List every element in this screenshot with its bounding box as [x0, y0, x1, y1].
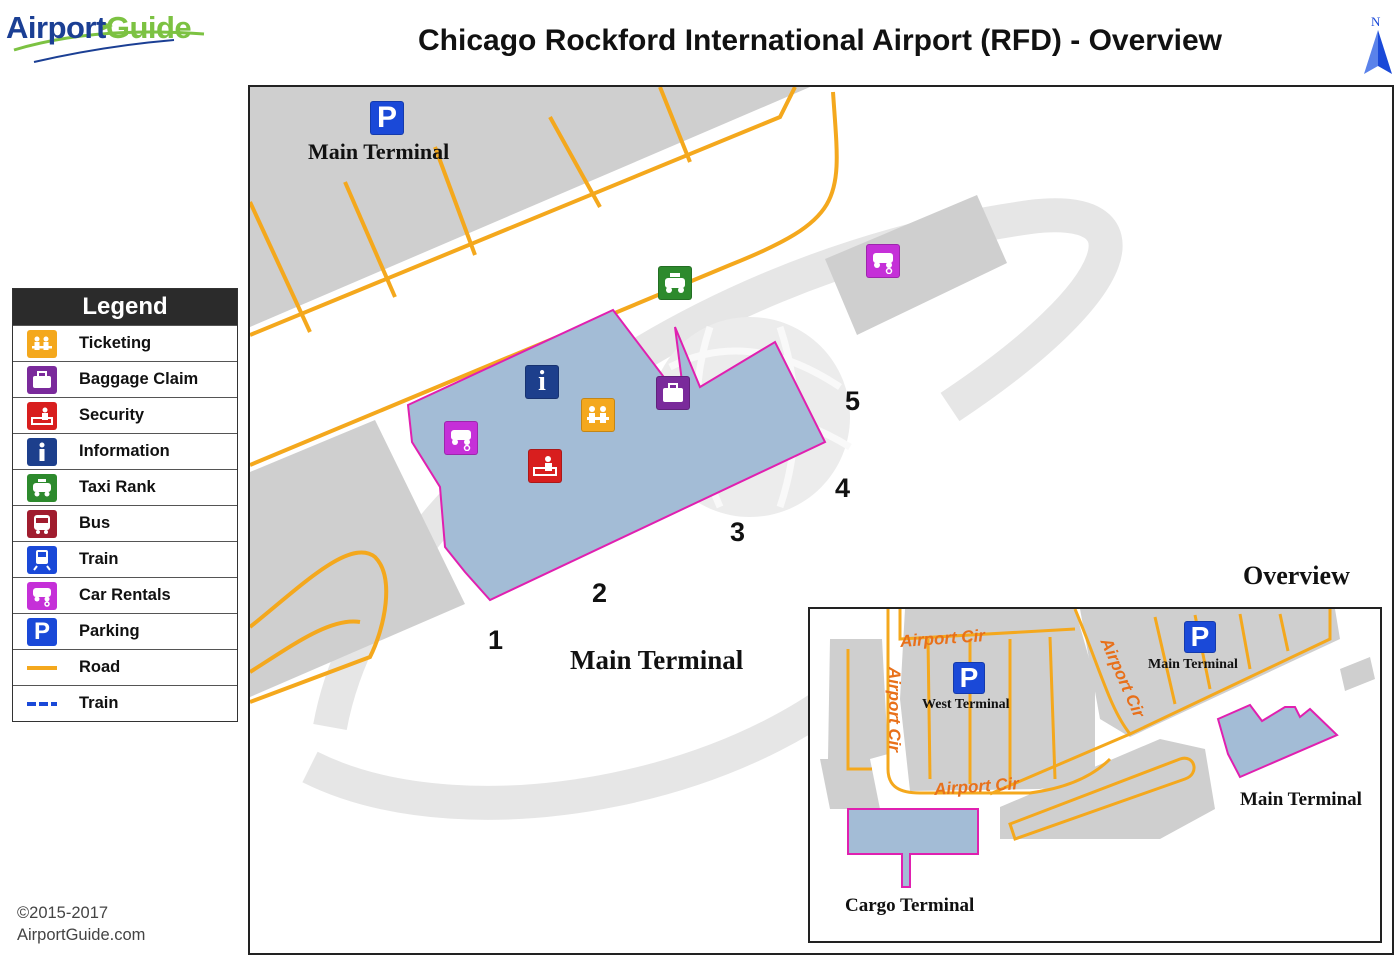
north-arrow: N	[1360, 14, 1396, 76]
legend-label: Bus	[79, 514, 111, 532]
parking-label: Main Terminal	[308, 139, 450, 164]
logo-text-airport: Airport	[6, 10, 106, 45]
legend-label: Taxi Rank	[79, 478, 156, 496]
baggage-claim-icon[interactable]	[656, 376, 690, 410]
copyright-years: ©2015-2017	[17, 904, 109, 922]
west-parking-icon[interactable]: P	[953, 662, 985, 694]
security-icon	[27, 401, 57, 430]
legend-label: Ticketing	[79, 334, 152, 352]
ticketing-icon[interactable]	[581, 398, 615, 432]
parking-lot-main	[250, 87, 810, 327]
legend-label: Train	[79, 694, 119, 712]
gate-2: 2	[592, 578, 608, 608]
legend-item-ticketing: Ticketing	[13, 325, 237, 361]
train-line-icon	[27, 690, 57, 718]
legend-item-car-rentals: Car Rentals	[13, 577, 237, 613]
car-rental-icon[interactable]	[866, 244, 900, 278]
inset-main-parking-label: Main Terminal	[1148, 657, 1238, 672]
security-icon[interactable]	[528, 449, 562, 483]
inset-west-parking-label: West Terminal	[922, 697, 1010, 712]
terminal-map-canvas	[250, 87, 1123, 820]
bottom-left-building	[250, 420, 465, 697]
train-icon	[27, 545, 57, 574]
overview-inset-map[interactable]: P P Airport Cir Airport Cir Airport Cir …	[808, 607, 1382, 943]
legend-label: Train	[79, 550, 119, 568]
gate-5: 5	[845, 386, 861, 416]
roads	[250, 87, 839, 704]
airportguide-logo: AirportGuide	[4, 6, 214, 66]
legend-item-train-line: Train	[13, 685, 237, 721]
main-terminal-building	[406, 308, 827, 602]
car-rental-icon	[27, 581, 57, 610]
legend-label: Baggage Claim	[79, 370, 199, 388]
north-arrow-icon	[1364, 30, 1392, 74]
road-label-airport-cir-left: Airport Cir	[885, 667, 904, 752]
copyright-site[interactable]: AirportGuide.com	[17, 926, 146, 944]
gate-1: 1	[488, 625, 504, 655]
legend-label: Road	[79, 658, 121, 676]
bus-icon	[27, 509, 57, 538]
north-label: N	[1371, 14, 1381, 29]
road-line-icon	[27, 654, 57, 682]
legend-item-road: Road	[13, 649, 237, 685]
legend-label: Information	[79, 442, 170, 460]
legend-item-baggage-claim: Baggage Claim	[13, 361, 237, 397]
parking-icon: P	[27, 617, 57, 646]
legend-item-information: Information	[13, 433, 237, 469]
gate-3: 3	[730, 517, 746, 547]
legend-panel: Legend Ticketing Baggage Claim Security …	[12, 288, 238, 722]
legend-item-bus: Bus	[13, 505, 237, 541]
taxi-icon	[27, 473, 57, 502]
logo-text-guide: Guide	[105, 10, 192, 45]
main-parking-icon[interactable]: P	[1184, 621, 1216, 653]
rental-building	[825, 195, 1007, 335]
legend-item-taxi-rank: Taxi Rank	[13, 469, 237, 505]
legend-item-train: Train	[13, 541, 237, 577]
information-icon[interactable]: i	[525, 365, 559, 399]
ticketing-icon	[27, 329, 57, 358]
legend-label: Parking	[79, 622, 140, 640]
legend-title: Legend	[13, 289, 237, 325]
legend-label: Security	[79, 406, 145, 424]
legend-item-parking: P Parking	[13, 613, 237, 649]
inset-cargo-terminal-label: Cargo Terminal	[845, 895, 975, 916]
parking-icon[interactable]: P	[370, 101, 404, 135]
terminal-label: Main Terminal	[570, 645, 744, 675]
legend-item-security: Security	[13, 397, 237, 433]
baggage-claim-icon	[27, 365, 57, 394]
taxi-rank-icon[interactable]	[658, 266, 692, 300]
car-rental-icon-terminal[interactable]	[444, 421, 478, 455]
overview-label: Overview	[1243, 561, 1350, 590]
inset-main-terminal-label: Main Terminal	[1240, 789, 1362, 810]
copyright-notice: ©2015-2017 AirportGuide.com	[17, 902, 145, 946]
overview-inset-canvas	[820, 609, 1375, 888]
gate-4: 4	[835, 473, 851, 503]
page-title: Chicago Rockford International Airport (…	[418, 24, 1222, 57]
legend-label: Car Rentals	[79, 586, 171, 604]
information-icon	[27, 437, 57, 466]
logo-swoosh-icon	[13, 20, 205, 63]
